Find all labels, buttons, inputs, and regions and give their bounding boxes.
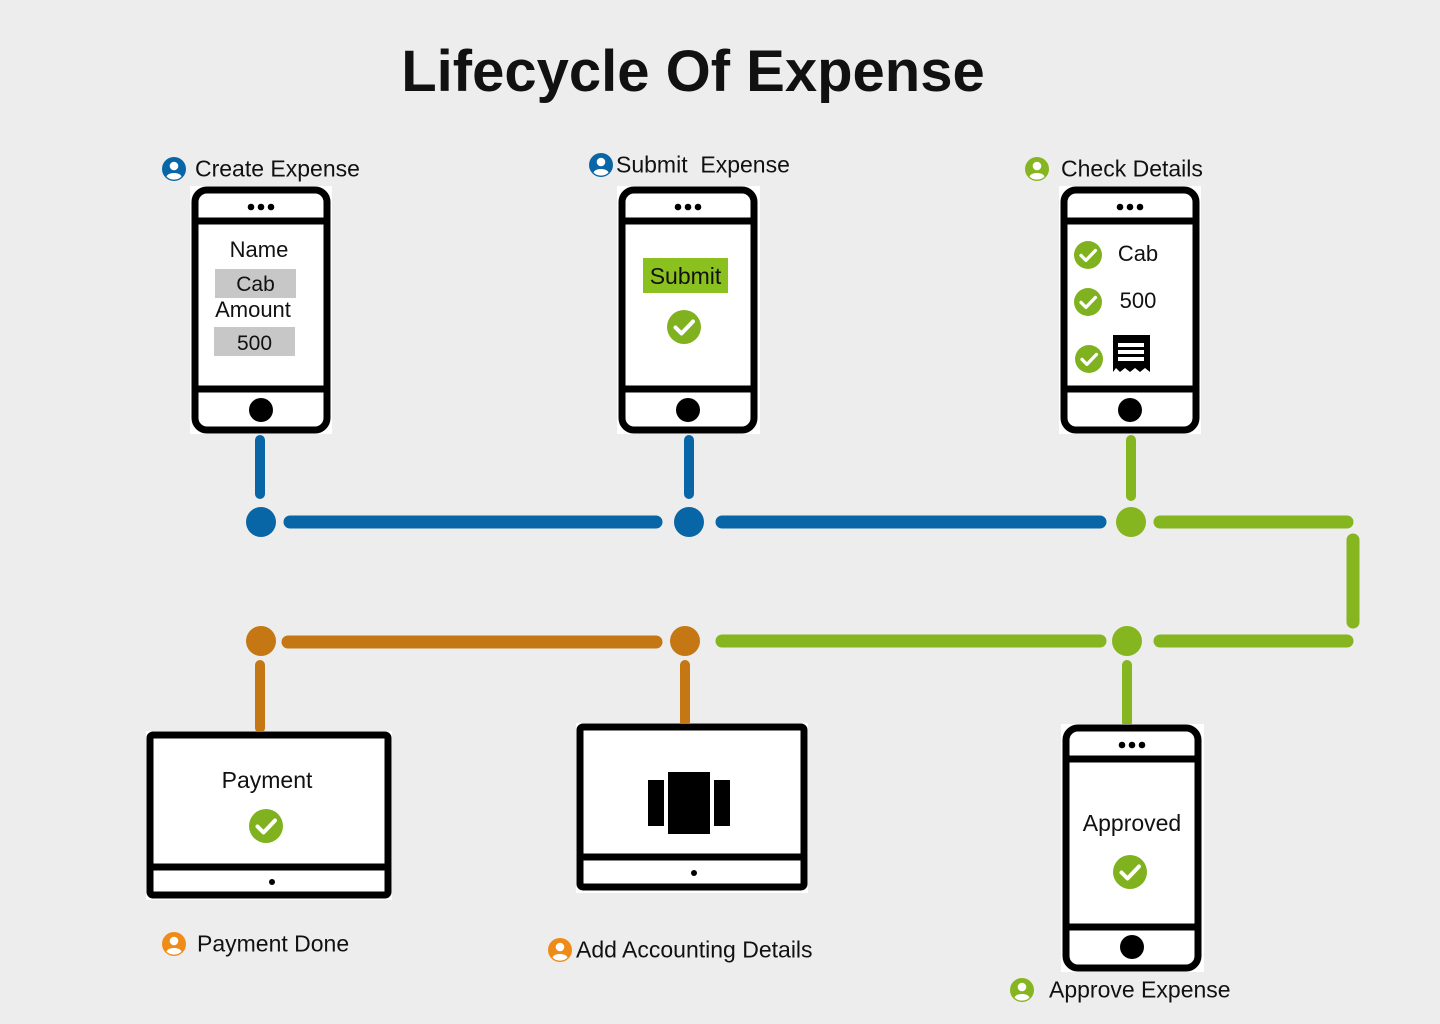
label-text: Add Accounting Details (576, 936, 813, 963)
label-payment-done: Payment Done (161, 929, 349, 957)
phone-check (1059, 186, 1201, 434)
home-button (249, 398, 273, 422)
node-create (246, 507, 276, 537)
page-title: Lifecycle Of Expense (401, 39, 985, 104)
node-approve (1112, 626, 1142, 656)
home-button (1120, 935, 1144, 959)
person-icon (588, 152, 614, 178)
name-label: Name (229, 237, 289, 262)
check-icon (1074, 241, 1102, 269)
connector-lines (255, 435, 1360, 733)
phone-submit (617, 186, 760, 434)
monitor-payment (146, 731, 392, 900)
node-payment (246, 626, 276, 656)
node-submit (674, 507, 704, 537)
amount-label: Amount (215, 297, 291, 322)
person-icon (161, 156, 187, 182)
label-check-details: Check Details (1024, 154, 1203, 182)
submit-button: Submit (643, 258, 728, 293)
monitor-accounting (576, 723, 808, 893)
check-icon (667, 310, 701, 344)
check-icon (1074, 288, 1102, 316)
node-accounting (670, 626, 700, 656)
phone-create (190, 186, 332, 434)
carousel-icon (648, 772, 730, 834)
label-text: Create Expense (195, 155, 360, 182)
check-icon (1075, 345, 1103, 373)
nodes (246, 507, 1146, 656)
phone-approve (1061, 724, 1204, 972)
check-icon (249, 809, 283, 843)
check-item-cab: Cab (1117, 241, 1159, 266)
label-approve-expense: Approve Expense (1009, 975, 1231, 1003)
check-icon (1113, 855, 1147, 889)
node-check (1116, 507, 1146, 537)
name-field: Cab (215, 269, 296, 298)
label-text: Approve Expense (1049, 976, 1231, 1003)
amount-field: 500 (214, 327, 295, 356)
receipt-icon (1113, 335, 1150, 372)
approved-text: Approved (1082, 810, 1182, 836)
label-text: Check Details (1061, 155, 1203, 182)
home-button (676, 398, 700, 422)
home-button (1118, 398, 1142, 422)
label-text: Submit Expense (616, 151, 790, 178)
person-icon (1024, 156, 1050, 182)
label-text: Payment Done (197, 930, 350, 957)
label-add-accounting-details: Add Accounting Details (547, 935, 813, 963)
label-submit-expense: Submit Expense (588, 150, 790, 178)
payment-text: Payment (221, 767, 313, 793)
person-icon (547, 937, 573, 963)
person-icon (1009, 977, 1035, 1003)
person-icon (161, 931, 187, 957)
label-create-expense: Create Expense (161, 154, 360, 182)
check-item-amount: 500 (1119, 288, 1157, 313)
